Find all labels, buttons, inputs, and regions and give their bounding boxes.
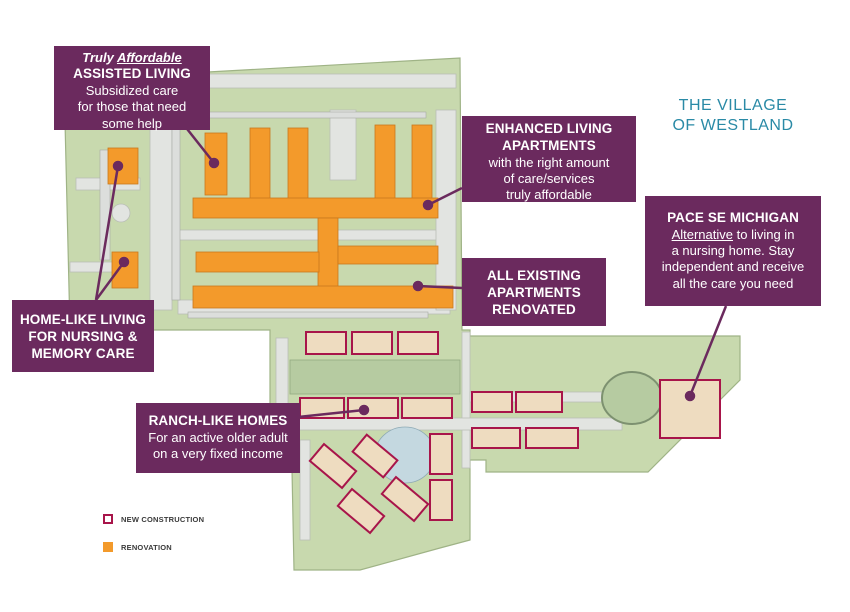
enhanced-heading-1: ENHANCED LIVING bbox=[485, 121, 613, 136]
callout-enhanced-living: ENHANCED LIVING APARTMENTS with the righ… bbox=[462, 116, 636, 202]
home-like-heading-3: MEMORY CARE bbox=[31, 345, 135, 361]
existing-heading-2: APARTMENTS bbox=[487, 284, 581, 300]
callout-pace: PACE SE MICHIGAN Alternative to living i… bbox=[645, 196, 821, 306]
alternative-label: Alternative bbox=[671, 226, 733, 242]
lawn-area bbox=[289, 359, 461, 395]
renovation-swatch bbox=[103, 542, 113, 552]
roundabout bbox=[111, 203, 131, 223]
assisted-living-heading: ASSISTED LIVING bbox=[73, 66, 191, 82]
assisted-living-body-2: for those that need bbox=[77, 99, 187, 115]
assisted-living-body-1: Subsidized care bbox=[85, 83, 179, 99]
renovation-label: RENOVATION bbox=[121, 542, 172, 552]
pace-body-1: a nursing home. Stay bbox=[671, 243, 795, 259]
legend-new-construction: NEW CONSTRUCTION bbox=[103, 514, 204, 524]
truly-label: Truly bbox=[82, 50, 117, 65]
home-like-heading-1: HOME-LIKE LIVING bbox=[19, 312, 147, 327]
enhanced-body-1: with the right amount bbox=[488, 154, 610, 170]
callout-ranch-homes: RANCH-LIKE HOMES For an active older adu… bbox=[136, 403, 300, 473]
callout-home-like-living: HOME-LIKE LIVING FOR NURSING & MEMORY CA… bbox=[12, 300, 154, 372]
enhanced-body-3: truly affordable bbox=[506, 187, 592, 203]
renovation-buildings bbox=[107, 124, 454, 309]
pace-body-3: all the care you need bbox=[672, 275, 794, 291]
new-construction-buildings bbox=[299, 331, 721, 535]
ranch-body-1: For an active older adult bbox=[148, 429, 288, 445]
pace-heading: PACE SE MICHIGAN bbox=[667, 210, 799, 225]
callout-existing-apartments: ALL EXISTING APARTMENTS RENOVATED bbox=[462, 258, 606, 326]
ranch-heading: RANCH-LIKE HOMES bbox=[148, 413, 288, 428]
map-title-line-1: THE VILLAGE bbox=[678, 97, 788, 114]
home-like-heading-2: FOR NURSING & bbox=[28, 328, 138, 344]
legend-renovation: RENOVATION bbox=[103, 542, 172, 552]
affordable-label: Affordable bbox=[116, 50, 182, 65]
track bbox=[601, 371, 663, 425]
ranch-body-2: on a very fixed income bbox=[152, 446, 284, 462]
callout-leaders bbox=[94, 119, 728, 422]
new-construction-label: NEW CONSTRUCTION bbox=[121, 514, 205, 524]
enhanced-body-2: of care/services bbox=[503, 171, 595, 186]
assisted-living-body-3: some help bbox=[102, 115, 162, 131]
existing-heading-3: RENOVATED bbox=[492, 301, 576, 317]
map-title: THE VILLAGE OF WESTLAND bbox=[668, 96, 798, 136]
pace-body-2: independent and receive bbox=[661, 259, 805, 275]
callout-assisted-living: Truly Affordable ASSISTED LIVING Subsidi… bbox=[54, 46, 210, 131]
map-title-line-2: OF WESTLAND bbox=[672, 117, 794, 134]
existing-heading-1: ALL EXISTING bbox=[487, 268, 581, 283]
new-construction-swatch bbox=[103, 514, 113, 524]
pace-body-0: to living in bbox=[733, 226, 795, 242]
enhanced-heading-2: APARTMENTS bbox=[502, 137, 596, 153]
